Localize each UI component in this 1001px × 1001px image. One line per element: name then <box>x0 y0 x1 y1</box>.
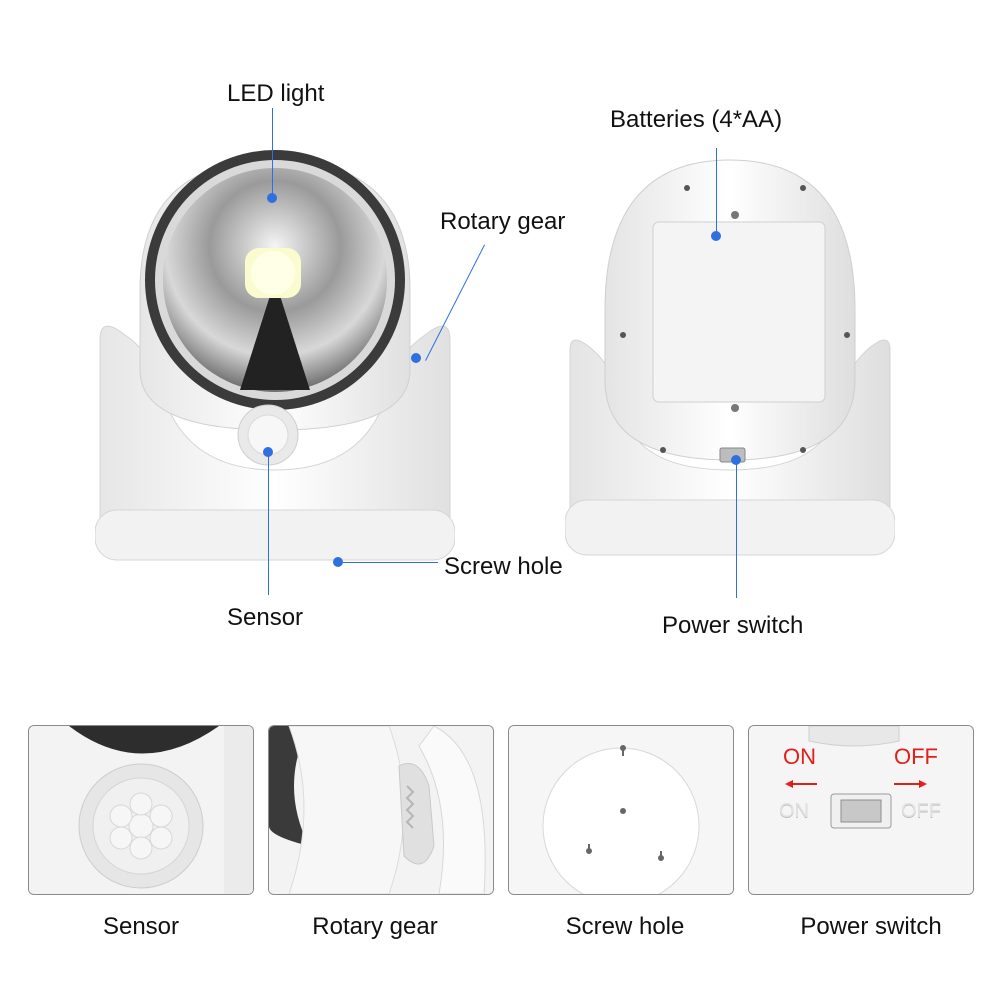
sensor-label: Sensor <box>227 604 304 631</box>
front-view-lamp <box>94 140 456 580</box>
led-light-line <box>272 108 273 198</box>
sensor-line <box>268 455 269 595</box>
off-embossed: OFF <box>901 800 941 822</box>
power-switch-line <box>736 463 737 598</box>
panel-caption-power-switch: Power switch <box>800 913 942 940</box>
off-label: OFF <box>894 744 938 769</box>
sensor-dot <box>263 447 273 457</box>
back-view-lamp <box>564 150 896 570</box>
on-label: ON <box>783 744 816 769</box>
screw-hole-detail-panel <box>508 725 734 895</box>
screw-hole-label: Screw hole <box>444 553 563 580</box>
power-switch-label: Power switch <box>662 612 804 639</box>
panel-caption-rotary-gear: Rotary gear <box>312 913 438 940</box>
power-switch-detail-panel: ON OFF ON OFF <box>748 725 974 895</box>
batteries-dot <box>711 231 721 241</box>
led-light-label: LED light <box>227 80 325 107</box>
screw-hole-line <box>343 562 438 563</box>
panel-caption-screw-hole: Screw hole <box>565 913 685 940</box>
led-light-dot <box>267 193 277 203</box>
rotary-gear-label: Rotary gear <box>440 208 566 235</box>
screw-hole-dot <box>333 557 343 567</box>
batteries-line <box>716 148 717 233</box>
rotary-gear-dot <box>411 353 421 363</box>
sensor-detail-panel <box>28 725 254 895</box>
on-embossed: ON <box>779 800 809 822</box>
panel-caption-sensor: Sensor <box>102 913 180 940</box>
batteries-label: Batteries (4*AA) <box>610 106 783 133</box>
power-switch-dot <box>731 455 741 465</box>
rotary-gear-detail-panel <box>268 725 494 895</box>
